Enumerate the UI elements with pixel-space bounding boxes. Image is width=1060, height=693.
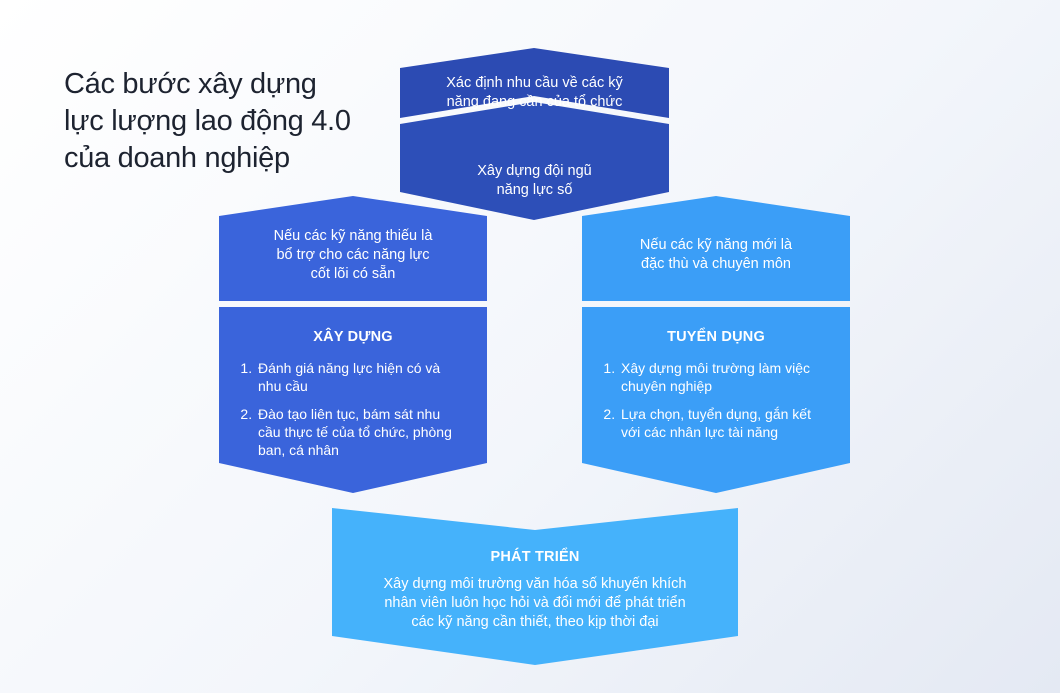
develop-desc: Xây dựng môi trường văn hóa số khuyến kh… [383, 576, 687, 630]
develop-heading: PHÁT TRIỂN [490, 549, 580, 565]
left-condition-shape [219, 196, 487, 301]
develop-shape [332, 508, 738, 665]
right-recruit-shape [582, 307, 850, 493]
step-identify-needs-shape [400, 48, 669, 118]
build-steps-list: Đánh giá năng lực hiện có và nhu cầu Đào… [238, 359, 491, 469]
left-condition-text: Nếu các kỹ năng thiếu là bổ trợ cho các … [273, 228, 433, 282]
build-step-2: Đào tạo liên tục, bám sát nhu cầu thực t… [256, 405, 491, 459]
build-step-1: Đánh giá năng lực hiện có và nhu cầu [256, 359, 491, 395]
step-identify-needs-text: Xác định nhu cầu về các kỹ năng đang cần… [446, 75, 623, 110]
left-build-shape [219, 307, 487, 493]
right-condition-text: Nếu các kỹ năng mới là đặc thù và chuyên… [639, 237, 793, 272]
recruit-step-1: Xây dựng môi trường làm việc chuyên nghi… [619, 359, 859, 395]
build-heading: XÂY DỰNG [313, 329, 393, 345]
page-title: Các bước xây dựng lực lượng lao động 4.0… [64, 68, 351, 174]
recruit-steps-list: Xây dựng môi trường làm việc chuyên nghi… [601, 359, 859, 451]
right-condition-shape [582, 196, 850, 301]
step-build-team-text: Xây dựng đội ngũ năng lực số [477, 163, 592, 198]
step-build-team-shape [400, 102, 669, 220]
recruit-step-2: Lựa chọn, tuyển dụng, gắn kết với các nh… [619, 405, 859, 441]
recruit-heading: TUYỂN DỤNG [667, 329, 765, 345]
